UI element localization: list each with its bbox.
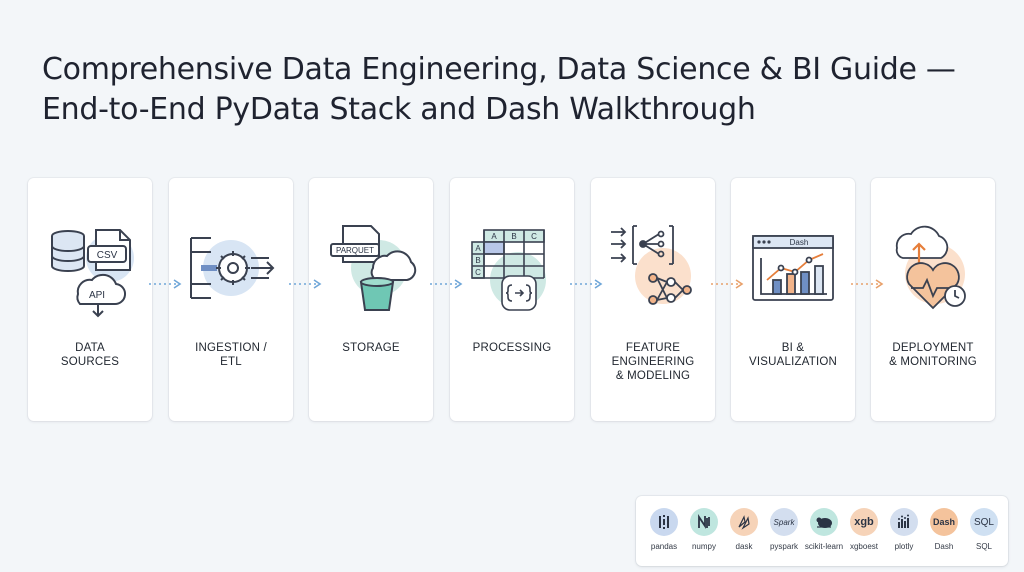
spark-icon: Spark	[770, 508, 798, 536]
title-line-1: Comprehensive Data Engineering, Data Sci…	[42, 52, 956, 87]
dash-icon: Dash	[930, 508, 958, 536]
stage-label: DEPLOYMENT & MONITORING	[889, 342, 977, 368]
dask-icon	[730, 508, 758, 536]
plotly-icon	[890, 508, 918, 536]
page-title: Comprehensive Data Engineering, Data Sci…	[42, 50, 1002, 130]
stack-item-scikit-learn: scikit-learn	[804, 508, 844, 551]
dashboard-chart-icon: Dash	[752, 235, 834, 301]
row-c-text: C	[475, 268, 481, 277]
library-stack-panel: pandas numpy dask Spark pyspark scikit-l…	[636, 496, 1008, 566]
numpy-icon	[690, 508, 718, 536]
neural-network-icon	[611, 225, 692, 305]
stack-item-dash: Dash Dash	[924, 508, 964, 551]
stage-card-processing: A B C A B C PROCESSING	[450, 178, 574, 421]
col-a-text: A	[491, 232, 497, 241]
stack-item-name: SQL	[975, 542, 992, 551]
stack-item-sql: SQL SQL	[964, 508, 1004, 551]
table-code-icon: A B C A B C	[471, 229, 546, 311]
database-csv-api-icon: CSV API	[51, 229, 134, 318]
arrow-connector	[289, 279, 322, 289]
stack-item-name: pyspark	[769, 542, 798, 551]
stage-card-deployment-monitoring: DEPLOYMENT & MONITORING	[871, 178, 995, 421]
api-text: API	[89, 290, 105, 301]
arrow-connector	[711, 279, 744, 289]
cloud-heart-monitor-icon	[895, 225, 966, 310]
scikit-learn-icon	[810, 508, 838, 536]
stage-label: PROCESSING	[472, 342, 552, 354]
col-b-text: B	[511, 232, 516, 241]
arrow-connector	[149, 279, 182, 289]
stage-label: BI & VISUALIZATION	[748, 342, 837, 368]
arrow-connector	[851, 279, 884, 289]
stage-card-ingestion-etl: INGESTION / ETL	[169, 178, 293, 421]
stage-label: FEATURE ENGINEERING & MODELING	[611, 342, 695, 382]
stage-card-feature-engineering: FEATURE ENGINEERING & MODELING	[591, 178, 715, 421]
stack-item-name: Dash	[934, 542, 954, 551]
stage-card-bi-visualization: Dash BI & VISUALIZATION	[731, 178, 855, 421]
stack-item-plotly: plotly	[884, 508, 924, 551]
stack-item-name: numpy	[691, 542, 716, 551]
stack-item-xgboost: xgb xgboest	[844, 508, 884, 551]
stack-item-name: pandas	[650, 542, 678, 551]
sql-icon: SQL	[970, 508, 998, 536]
gear-pipeline-icon	[190, 237, 275, 299]
arrow-connector	[570, 279, 603, 289]
arrow-connector	[430, 279, 463, 289]
stage-card-data-sources: CSV API DATA SOURCES	[28, 178, 152, 421]
stage-label: DATA SOURCES	[60, 342, 120, 368]
stack-item-name: plotly	[894, 542, 914, 551]
parquet-text: PARQUET	[336, 246, 374, 255]
dash-text: Dash	[790, 238, 809, 247]
csv-text: CSV	[97, 250, 118, 261]
stage-label: INGESTION / ETL	[195, 342, 267, 368]
stack-item-numpy: numpy	[684, 508, 724, 551]
pandas-icon	[650, 508, 678, 536]
xgboost-icon: xgb	[850, 508, 878, 536]
stack-item-pandas: pandas	[644, 508, 684, 551]
stage-card-storage: PARQUET STORAGE	[309, 178, 433, 421]
stack-item-name: scikit-learn	[804, 542, 844, 551]
parquet-cloud-bucket-icon: PARQUET	[330, 225, 417, 311]
stack-item-name: dask	[735, 542, 753, 551]
row-b-text: B	[475, 256, 480, 265]
row-a-text: A	[475, 244, 481, 253]
col-c-text: C	[531, 232, 537, 241]
title-line-2: End-to-End PyData Stack and Dash Walkthr…	[42, 92, 756, 127]
stack-item-dask: dask	[724, 508, 764, 551]
stage-label: STORAGE	[342, 342, 400, 354]
stack-item-name: xgboest	[849, 542, 879, 551]
stack-item-pyspark: Spark pyspark	[764, 508, 804, 551]
